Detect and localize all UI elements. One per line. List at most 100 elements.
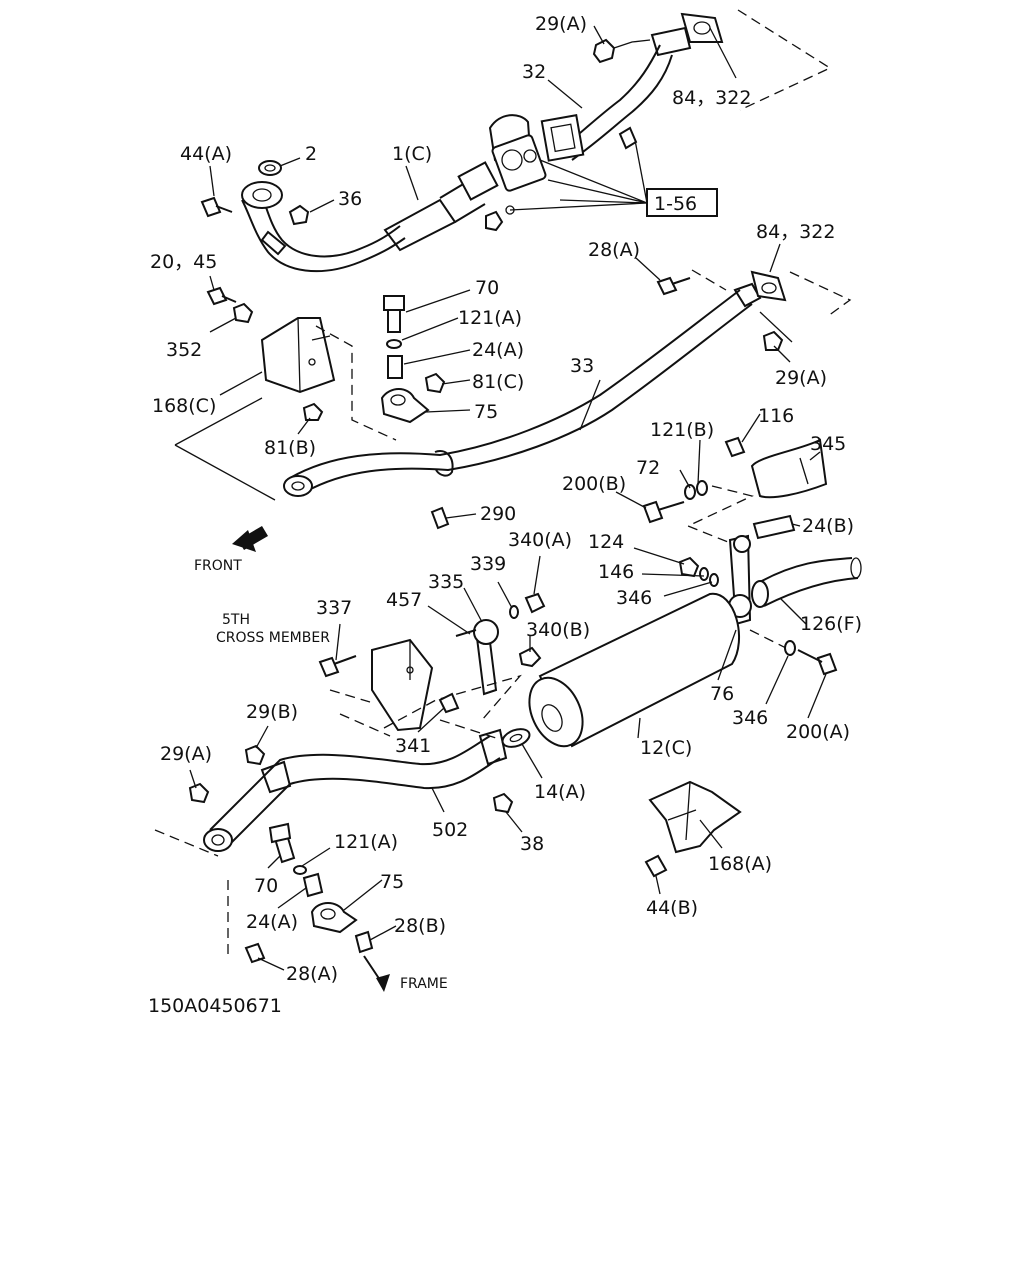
gasket-2 — [258, 160, 282, 176]
washer-121a-low — [293, 865, 307, 875]
hanger-rod-assembly — [728, 534, 752, 626]
label-28a-low: 28(A) — [286, 963, 338, 985]
nut-352 — [232, 302, 254, 324]
nut-29a-mid — [762, 330, 784, 351]
label-28b: 28(B) — [394, 915, 446, 937]
part-labels: 29(A) 32 84，322 44(A) 2 1(C) 36 84，322 2… — [148, 13, 862, 1017]
washer-121b-72 — [684, 480, 708, 500]
leader-29a-mid-ref — [759, 311, 793, 343]
callout-1-56 — [509, 139, 718, 217]
label-502: 502 — [432, 819, 468, 841]
label-75-low: 75 — [380, 871, 404, 893]
label-81c: 81(C) — [472, 371, 524, 393]
label-121b: 121(B) — [650, 419, 714, 441]
label-24b: 24(B) — [802, 515, 854, 537]
rubber-mount-75-top — [380, 388, 430, 424]
bolt-44b — [644, 854, 668, 878]
callout-box-text: 1-56 — [654, 193, 697, 215]
label-20-45: 20，45 — [150, 251, 217, 273]
gasket-14a — [501, 728, 531, 748]
label-29b: 29(B) — [246, 701, 298, 723]
nut-81c — [424, 372, 446, 394]
front-note: FRONT — [194, 558, 242, 574]
bolt-290 — [430, 506, 450, 530]
label-290: 290 — [480, 503, 516, 525]
label-1c: 1(C) — [392, 143, 432, 165]
label-29a-mid: 29(A) — [775, 367, 827, 389]
label-70-top: 70 — [475, 277, 499, 299]
center-pipe-33 — [283, 282, 762, 497]
pin-24b — [752, 514, 796, 540]
label-84-322-mid: 84，322 — [756, 221, 835, 243]
label-32: 32 — [522, 61, 546, 83]
tail-pipe-126f — [751, 557, 862, 608]
bracket-345 — [750, 438, 828, 499]
bolt-70-top — [383, 295, 405, 333]
label-341: 341 — [395, 735, 431, 757]
label-340b: 340(B) — [526, 619, 590, 641]
ref-line-168c — [174, 371, 276, 501]
bolt-28a-mid — [656, 276, 691, 296]
label-76: 76 — [710, 683, 734, 705]
drawing-number: 150A0450671 — [148, 995, 282, 1017]
hanger-168c — [260, 317, 336, 394]
ref-line-200a — [749, 629, 791, 651]
nut-81b — [302, 402, 324, 421]
bolt-28a-low — [244, 942, 266, 964]
front-arrow — [232, 526, 268, 552]
label-81b: 81(B) — [264, 437, 316, 459]
nut-29a-top — [592, 38, 651, 64]
label-200a: 200(A) — [786, 721, 850, 743]
label-168c: 168(C) — [152, 395, 216, 417]
label-168a: 168(A) — [708, 853, 772, 875]
pipe-32 — [540, 26, 692, 162]
nut-29b — [244, 744, 266, 766]
label-335: 335 — [428, 571, 464, 593]
bolt-200a — [797, 649, 838, 676]
label-70-low: 70 — [254, 875, 278, 897]
label-24a-low: 24(A) — [246, 911, 298, 933]
bolt-200b — [642, 500, 685, 524]
washer-346-lower — [784, 640, 796, 656]
label-28a-mid: 28(A) — [588, 239, 640, 261]
label-24a-top: 24(A) — [472, 339, 524, 361]
ref-line-cross-member — [329, 689, 391, 737]
nut-124 — [678, 556, 719, 587]
bolt-44a — [200, 196, 233, 218]
cross-member-note-line1: 5TH — [222, 612, 250, 628]
label-29a-top: 29(A) — [535, 13, 587, 35]
front-pipe-1c — [241, 161, 499, 273]
label-12c: 12(C) — [640, 737, 692, 759]
label-2: 2 — [305, 143, 317, 165]
label-75-top: 75 — [474, 401, 498, 423]
label-345: 345 — [810, 433, 846, 455]
label-200b: 200(B) — [562, 473, 626, 495]
gasket-84-322-mid — [750, 270, 787, 302]
label-121a-top: 121(A) — [458, 307, 522, 329]
ref-line-hanger — [315, 325, 397, 441]
label-346-upper: 346 — [616, 587, 652, 609]
label-126f: 126(F) — [800, 613, 862, 635]
label-124: 124 — [588, 531, 624, 553]
label-457: 457 — [386, 589, 422, 611]
front-pipe-502 — [203, 728, 508, 852]
muffler-12c — [528, 592, 740, 748]
label-33: 33 — [570, 355, 594, 377]
label-116: 116 — [758, 405, 794, 427]
label-340a: 340(A) — [508, 529, 572, 551]
label-121a-low: 121(A) — [334, 831, 398, 853]
washer-339-nut-340a — [509, 592, 546, 619]
label-14a: 14(A) — [534, 781, 586, 803]
rubber-mount-75-low — [310, 902, 358, 934]
frame-note: FRAME — [400, 976, 448, 992]
label-146: 146 — [598, 561, 634, 583]
label-339: 339 — [470, 553, 506, 575]
nut-38 — [492, 792, 514, 814]
frame-arrow — [363, 955, 390, 992]
nut-29a-low — [188, 782, 210, 804]
ref-line-28a — [691, 269, 727, 291]
washer-121a-top — [386, 339, 402, 349]
label-29a-low: 29(A) — [160, 743, 212, 765]
label-44b: 44(B) — [646, 897, 698, 919]
